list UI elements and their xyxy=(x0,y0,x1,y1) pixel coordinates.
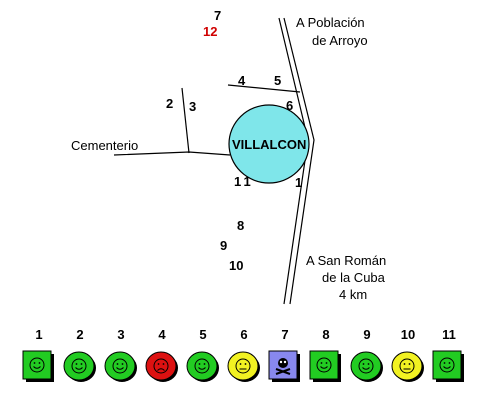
legend-icon-9-smile-icon xyxy=(350,351,383,382)
site-number-3: 3 xyxy=(189,99,197,114)
label-sanroman-2: de la Cuba xyxy=(322,270,385,285)
legend-icon-6-neutral-icon xyxy=(227,351,260,382)
site-number-2: 2 xyxy=(166,96,174,111)
legend-icon-8-smile-icon xyxy=(309,350,341,382)
label-poblacion-2: de Arroyo xyxy=(312,33,368,48)
legend-number-1: 1 xyxy=(35,327,43,342)
legend-number-11: 11 xyxy=(442,327,456,342)
site-number-1: 1 xyxy=(295,175,303,190)
town-name: VILLALCON xyxy=(232,137,307,152)
legend-number-6: 6 xyxy=(240,327,248,342)
legend-icon-7-skull-icon xyxy=(268,350,300,382)
label-poblacion-1: A Población xyxy=(296,15,365,30)
site-number-4: 4 xyxy=(238,73,246,88)
main-road-right-edge xyxy=(283,17,315,305)
legend-icon-1-smile-icon xyxy=(22,350,54,382)
legend-number-3: 3 xyxy=(117,327,125,342)
legend-number-8: 8 xyxy=(322,327,330,342)
legend-number-7: 7 xyxy=(281,327,289,342)
town-circle xyxy=(228,104,310,184)
road-west-branch xyxy=(181,87,190,154)
legend-icon-4-frown-icon xyxy=(145,351,178,382)
legend-icon-5-smile-icon xyxy=(186,351,219,382)
site-number-10: 10 xyxy=(229,258,244,273)
label-cementerio: Cementerio xyxy=(71,138,139,153)
legend-icon-2-smile-icon xyxy=(63,351,96,382)
legend-number-5: 5 xyxy=(199,327,207,342)
label-sanroman-3: 4 km xyxy=(339,287,368,302)
legend-number-9: 9 xyxy=(363,327,371,342)
legend-icon-3-smile-icon xyxy=(104,351,137,382)
road-north xyxy=(227,84,301,93)
label-sanroman-1: A San Román xyxy=(306,253,387,268)
legend-icon-10-neutral-icon xyxy=(391,351,424,382)
site-number-11: 11 xyxy=(234,174,254,189)
road-cementerio xyxy=(113,151,231,156)
site-number-8: 8 xyxy=(237,218,245,233)
legend-icon-11-smile-icon xyxy=(432,350,464,382)
site-number-7: 7 xyxy=(214,8,222,23)
site-number-12: 12 xyxy=(203,24,218,39)
site-number-9: 9 xyxy=(220,238,228,253)
site-number-6: 6 xyxy=(286,98,294,113)
legend-number-4: 4 xyxy=(158,327,166,342)
site-number-5: 5 xyxy=(274,73,282,88)
legend-number-10: 10 xyxy=(400,327,416,342)
legend-number-2: 2 xyxy=(76,327,84,342)
